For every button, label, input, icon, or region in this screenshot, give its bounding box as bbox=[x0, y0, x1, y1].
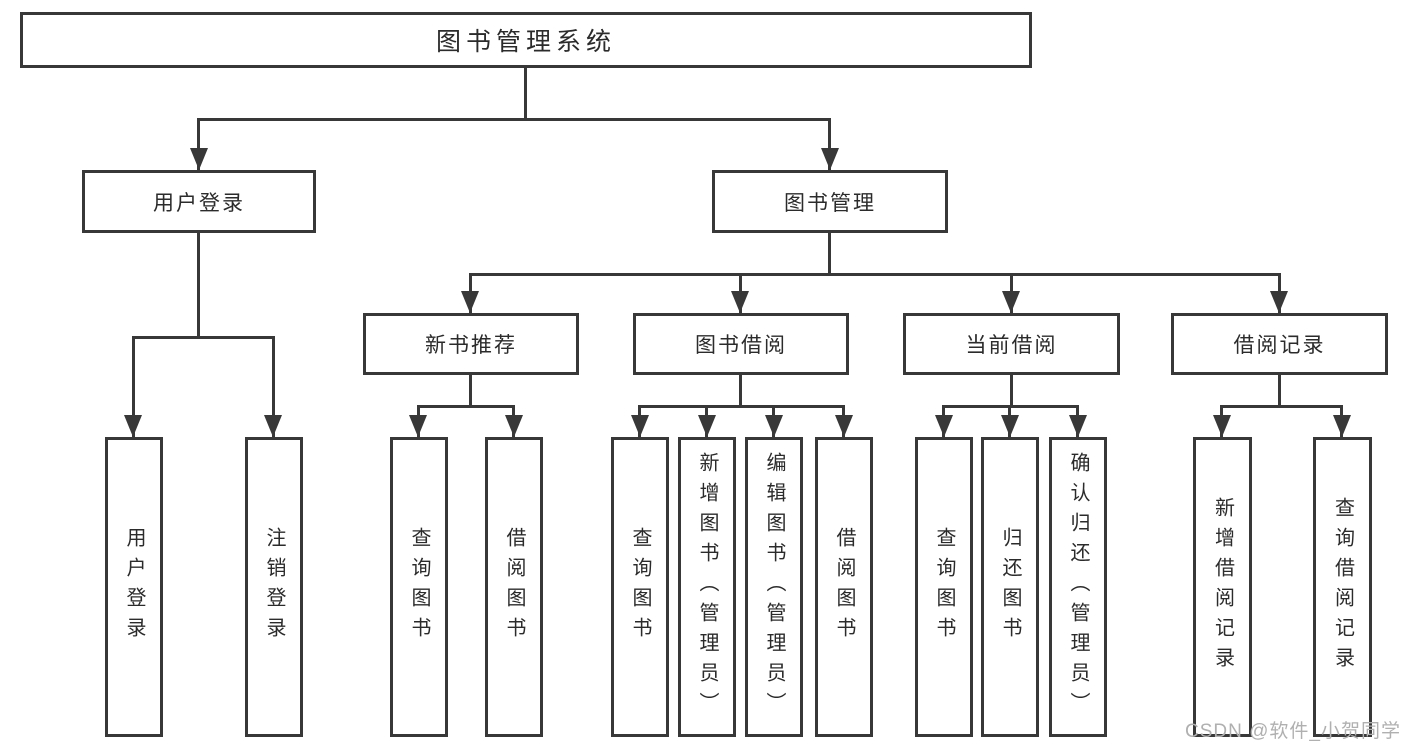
leaf-label: 借阅图书 bbox=[503, 527, 525, 647]
leaf-borrow-book: 借阅图书 bbox=[485, 437, 543, 737]
arrow-down-icon bbox=[1333, 415, 1351, 437]
leaf-logout: 注销登录 bbox=[245, 437, 303, 737]
leaf-label: 查询图书 bbox=[629, 527, 651, 647]
connector-borrow-record-bar bbox=[1220, 405, 1343, 408]
connector-drop-user-login bbox=[197, 118, 200, 170]
connector-book-management-stem bbox=[828, 233, 831, 274]
node-label: 图书借阅 bbox=[695, 334, 787, 357]
leaf-label: 查询借阅记录 bbox=[1331, 497, 1354, 677]
leaf-edit-book-admin: 编辑图书（管理员） bbox=[745, 437, 803, 737]
node-current-borrow: 当前借阅 bbox=[903, 313, 1120, 375]
arrow-down-icon bbox=[505, 415, 523, 437]
node-book-borrow: 图书借阅 bbox=[633, 313, 849, 375]
connector-user-login-bar bbox=[132, 336, 275, 339]
node-label: 借阅记录 bbox=[1233, 334, 1326, 357]
node-label: 当前借阅 bbox=[965, 334, 1058, 357]
leaf-return-book: 归还图书 bbox=[981, 437, 1039, 737]
arrow-down-icon bbox=[935, 415, 953, 437]
connector-current-borrow-stem bbox=[1010, 375, 1013, 408]
leaf-label: 查询图书 bbox=[933, 527, 955, 647]
node-label: 图书管理系统 bbox=[435, 28, 616, 56]
connector-level2-bar bbox=[197, 118, 831, 121]
arrow-down-icon bbox=[409, 415, 427, 437]
arrow-down-icon bbox=[124, 415, 142, 437]
connector-root-stem bbox=[524, 68, 527, 119]
node-user-login: 用户登录 bbox=[82, 170, 316, 233]
node-library-management-system: 图书管理系统 bbox=[20, 12, 1032, 68]
leaf-label: 编辑图书（管理员） bbox=[763, 452, 785, 722]
leaf-query-borrow-record: 查询借阅记录 bbox=[1313, 437, 1372, 737]
arrow-down-icon bbox=[1001, 415, 1019, 437]
node-borrow-record: 借阅记录 bbox=[1171, 313, 1388, 375]
leaf-label: 新增图书（管理员） bbox=[696, 452, 718, 722]
connector-drop-leaf bbox=[272, 336, 275, 437]
watermark: CSDN @软件_小贺同学 bbox=[1185, 721, 1401, 742]
node-label: 用户登录 bbox=[153, 191, 245, 215]
arrow-down-icon bbox=[1213, 415, 1231, 437]
connector-level3-bar bbox=[469, 273, 1281, 276]
leaf-add-borrow-record: 新增借阅记录 bbox=[1193, 437, 1252, 737]
node-label: 新书推荐 bbox=[425, 334, 517, 357]
arrow-down-icon bbox=[461, 291, 479, 313]
arrow-down-icon bbox=[698, 415, 716, 437]
arrow-down-icon bbox=[190, 148, 208, 170]
arrow-down-icon bbox=[1069, 415, 1087, 437]
leaf-query-book: 查询图书 bbox=[611, 437, 669, 737]
leaf-label: 归还图书 bbox=[999, 527, 1021, 647]
connector-book-borrow-stem bbox=[739, 375, 742, 408]
leaf-query-book: 查询图书 bbox=[390, 437, 448, 737]
leaf-label: 借阅图书 bbox=[833, 527, 855, 647]
connector-borrow-record-stem bbox=[1278, 375, 1281, 408]
leaf-query-book: 查询图书 bbox=[915, 437, 973, 737]
leaf-borrow-book: 借阅图书 bbox=[815, 437, 873, 737]
node-book-management: 图书管理 bbox=[712, 170, 948, 233]
leaf-label: 用户登录 bbox=[123, 527, 145, 647]
arrow-down-icon bbox=[765, 415, 783, 437]
node-new-book-recommend: 新书推荐 bbox=[363, 313, 579, 375]
connector-drop-leaf bbox=[132, 336, 135, 437]
arrow-down-icon bbox=[264, 415, 282, 437]
arrow-down-icon bbox=[631, 415, 649, 437]
connector-book-borrow-bar bbox=[638, 405, 845, 408]
arrow-down-icon bbox=[821, 148, 839, 170]
connector-new-book-stem bbox=[469, 375, 472, 408]
node-label: 图书管理 bbox=[784, 191, 876, 215]
arrow-down-icon bbox=[835, 415, 853, 437]
leaf-add-book-admin: 新增图书（管理员） bbox=[678, 437, 736, 737]
leaf-label: 新增借阅记录 bbox=[1211, 497, 1234, 677]
leaf-user-login: 用户登录 bbox=[105, 437, 163, 737]
connector-user-login-stem bbox=[197, 233, 200, 337]
connector-new-book-bar bbox=[417, 405, 515, 408]
leaf-confirm-return-admin: 确认归还（管理员） bbox=[1049, 437, 1107, 737]
arrow-down-icon bbox=[731, 291, 749, 313]
arrow-down-icon bbox=[1270, 291, 1288, 313]
leaf-label: 确认归还（管理员） bbox=[1067, 452, 1089, 722]
arrow-down-icon bbox=[1002, 291, 1020, 313]
leaf-label: 查询图书 bbox=[408, 527, 430, 647]
leaf-label: 注销登录 bbox=[263, 527, 285, 647]
connector-drop-book-management bbox=[828, 118, 831, 170]
